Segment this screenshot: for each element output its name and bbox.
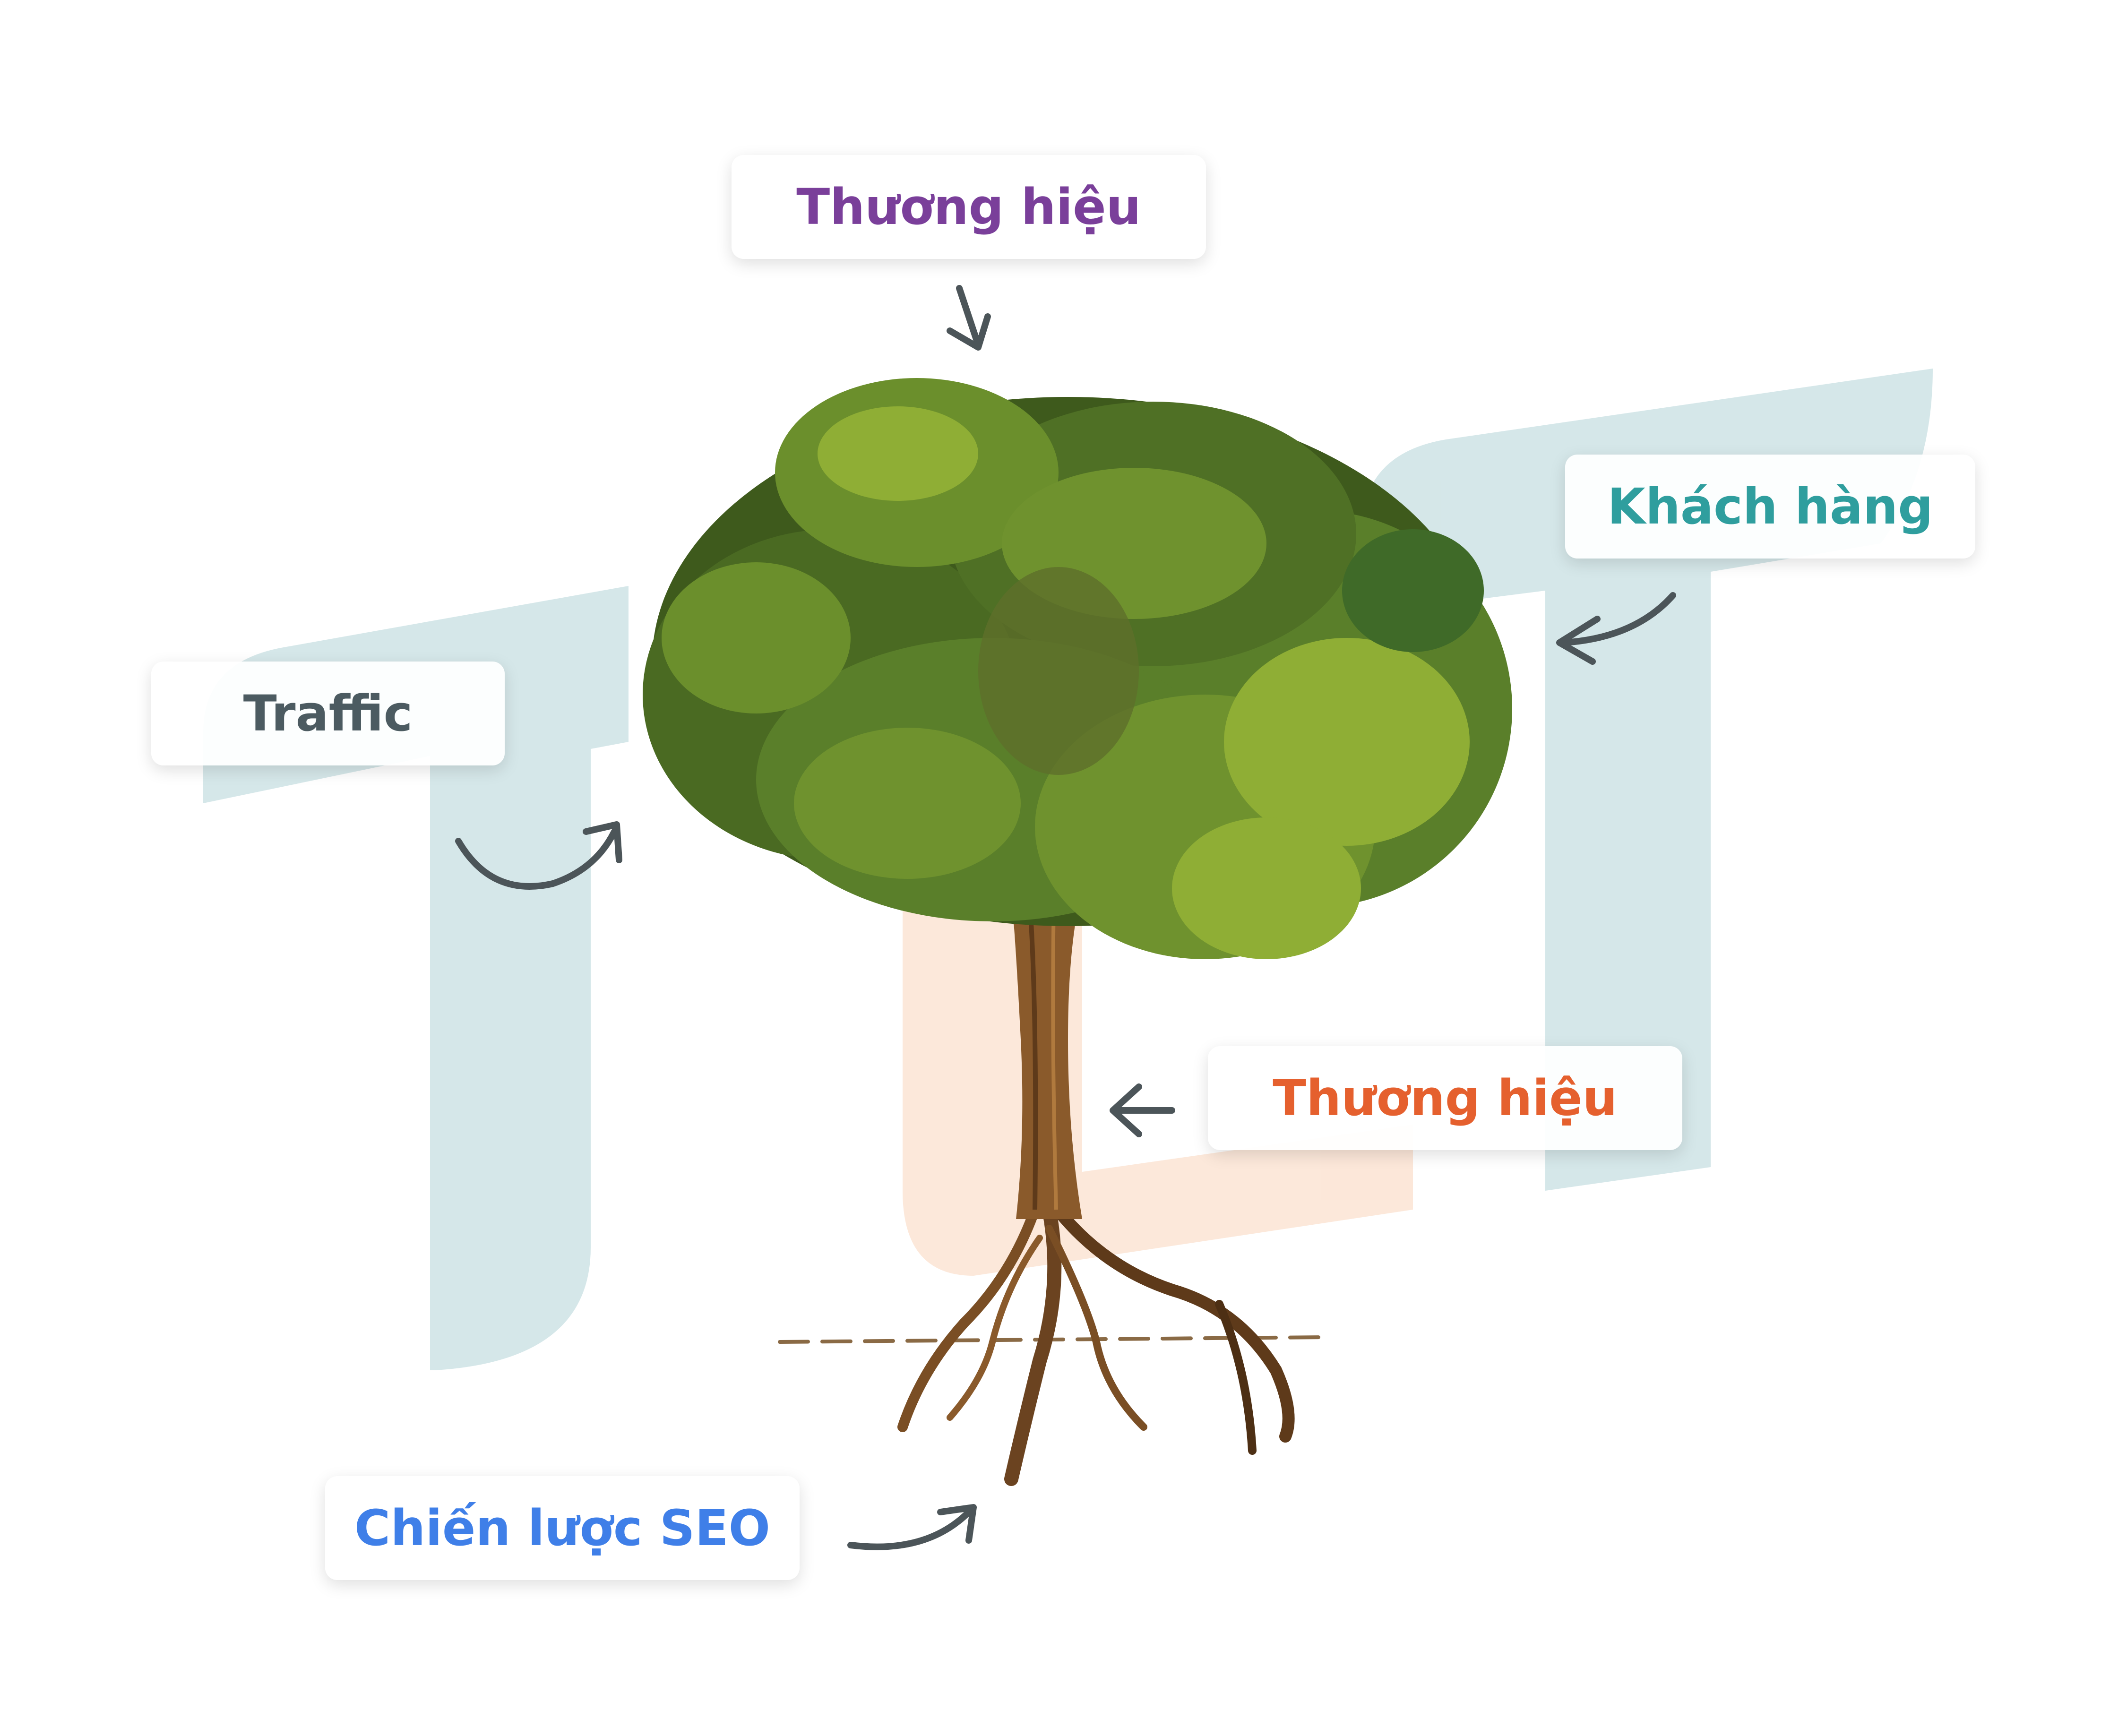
label-traffic-text: Traffic [243, 685, 413, 742]
arrow-curved-up-right-icon [455, 821, 622, 890]
label-brand-top: Thương hiệu [732, 155, 1206, 259]
label-traffic: Traffic [151, 662, 505, 765]
label-brand-trunk: Thương hiệu [1208, 1046, 1682, 1150]
roots [778, 1199, 1325, 1486]
label-seo-strategy-text: Chiến lược SEO [354, 1499, 771, 1557]
label-customer: Khách hàng [1565, 455, 1975, 559]
arrow-curved-up-icon [847, 1504, 977, 1550]
arrow-down-icon [947, 285, 991, 351]
label-seo-strategy: Chiến lược SEO [325, 1476, 800, 1580]
arrow-curved-left-icon [1556, 592, 1676, 665]
foliage [643, 378, 1512, 959]
label-customer-text: Khách hàng [1607, 478, 1933, 535]
label-brand-top-text: Thương hiệu [796, 178, 1141, 236]
label-brand-trunk-text: Thương hiệu [1273, 1069, 1618, 1127]
arrow-left-icon [1110, 1083, 1175, 1137]
